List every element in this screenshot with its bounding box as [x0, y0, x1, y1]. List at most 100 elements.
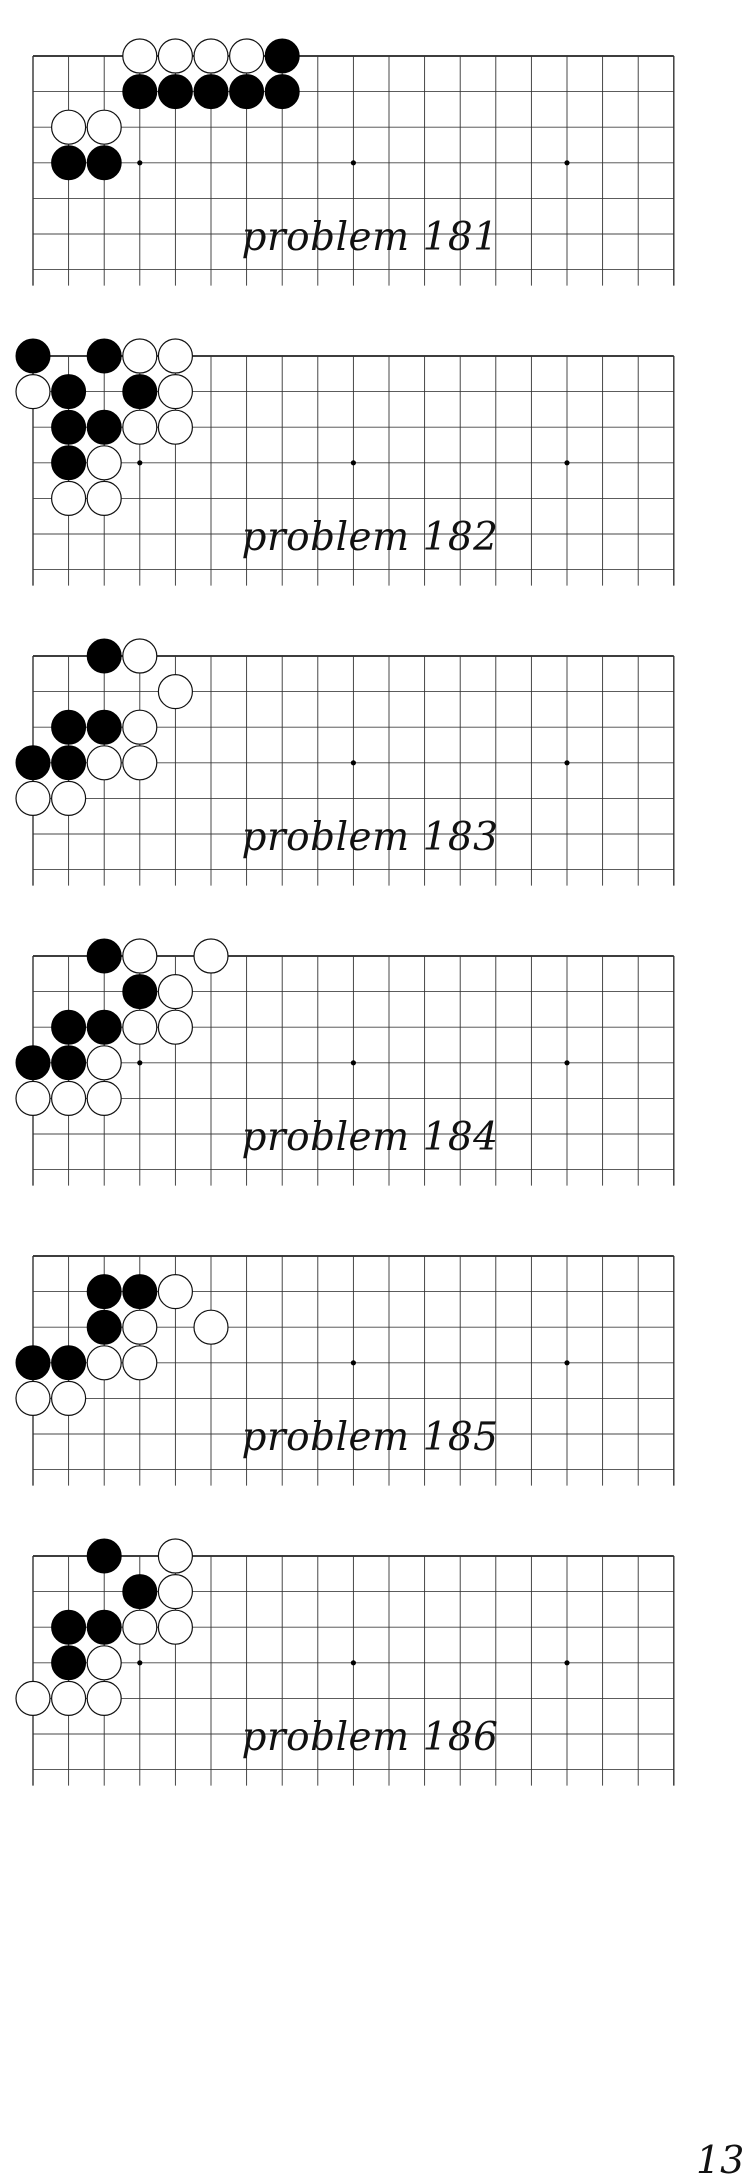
white-stone	[15, 373, 51, 410]
white-stone	[15, 1380, 51, 1416]
white-stone	[157, 373, 193, 410]
white-stone	[122, 338, 158, 374]
go-board	[15, 638, 675, 886]
problem-caption: problem 183	[241, 815, 499, 860]
problem-caption: problem 184	[241, 1115, 499, 1160]
black-stone	[86, 709, 122, 745]
white-stone	[86, 1680, 122, 1716]
page-number: 13	[696, 2138, 744, 2182]
white-stone	[157, 1538, 193, 1574]
white-stone	[122, 38, 158, 74]
white-stone	[157, 1009, 193, 1045]
black-stone	[86, 409, 122, 445]
star-point	[350, 460, 356, 466]
stones	[15, 638, 193, 816]
black-stone	[264, 38, 300, 74]
white-stone	[50, 480, 87, 516]
white-stone	[86, 1345, 122, 1381]
black-stone	[86, 1609, 122, 1645]
stones	[50, 38, 300, 181]
white-stone	[157, 338, 193, 374]
stones	[15, 1538, 193, 1716]
star-point	[350, 1660, 356, 1666]
white-stone	[122, 1009, 158, 1045]
black-stone	[51, 1345, 87, 1381]
black-stone	[51, 445, 87, 481]
star-point	[137, 1660, 143, 1666]
white-stone	[157, 1573, 193, 1610]
black-stone	[86, 1309, 122, 1345]
white-stone	[50, 1080, 87, 1116]
star-point	[350, 1060, 356, 1066]
black-stone	[264, 74, 300, 110]
problem-caption: problem 185	[241, 1415, 499, 1460]
board-grid	[32, 955, 675, 1186]
black-stone	[86, 338, 122, 374]
go-board	[15, 338, 675, 586]
white-stone	[193, 38, 229, 74]
black-stone	[86, 938, 122, 974]
black-stone	[51, 1609, 87, 1645]
star-point	[137, 160, 143, 166]
white-stone	[157, 409, 193, 445]
white-stone	[86, 745, 122, 781]
problem-caption: problem 181	[241, 215, 499, 260]
white-stone	[122, 1345, 158, 1381]
black-stone	[15, 745, 51, 781]
white-stone	[122, 938, 158, 974]
star-point	[564, 1060, 570, 1066]
go-board	[15, 1538, 675, 1786]
white-stone	[86, 1045, 122, 1081]
white-stone	[122, 638, 158, 674]
black-stone	[86, 1274, 122, 1310]
star-point	[564, 760, 570, 766]
stones	[15, 938, 229, 1116]
black-stone	[51, 145, 87, 181]
problem-caption: problem 182	[241, 515, 499, 560]
go-board	[15, 1255, 675, 1486]
white-stone	[86, 109, 122, 145]
white-stone	[86, 445, 122, 481]
black-stone	[122, 374, 158, 410]
star-point	[564, 1660, 570, 1666]
stones	[15, 1273, 229, 1416]
black-stone	[229, 74, 265, 110]
black-stone	[86, 1009, 122, 1045]
white-stone	[86, 480, 122, 516]
black-stone	[122, 1274, 158, 1310]
white-stone	[122, 409, 158, 445]
go-board	[15, 938, 675, 1186]
white-stone	[122, 745, 158, 781]
black-stone	[51, 1045, 87, 1081]
black-stone	[157, 74, 193, 110]
white-stone	[122, 1309, 158, 1345]
white-stone	[50, 109, 87, 145]
black-stone	[51, 1645, 87, 1681]
white-stone	[157, 673, 193, 710]
board-grid	[32, 1555, 675, 1786]
black-stone	[51, 745, 87, 781]
white-stone	[157, 1609, 193, 1645]
black-stone	[15, 1045, 51, 1081]
black-stone	[193, 74, 229, 110]
white-stone	[122, 1609, 158, 1645]
star-point	[564, 460, 570, 466]
star-point	[350, 760, 356, 766]
white-stone	[86, 1645, 122, 1681]
stones	[15, 338, 193, 516]
white-stone	[193, 1309, 229, 1345]
black-stone	[51, 709, 87, 745]
star-point	[564, 1360, 570, 1366]
white-stone	[229, 38, 265, 74]
black-stone	[122, 1574, 158, 1610]
star-point	[564, 160, 570, 166]
star-point	[137, 1060, 143, 1066]
black-stone	[86, 1538, 122, 1574]
star-point	[350, 1360, 356, 1366]
problem-caption: problem 186	[241, 1715, 499, 1760]
black-stone	[51, 409, 87, 445]
white-stone	[86, 1080, 122, 1116]
white-stone	[157, 973, 193, 1010]
black-stone	[15, 1345, 51, 1381]
white-stone	[50, 1380, 87, 1416]
